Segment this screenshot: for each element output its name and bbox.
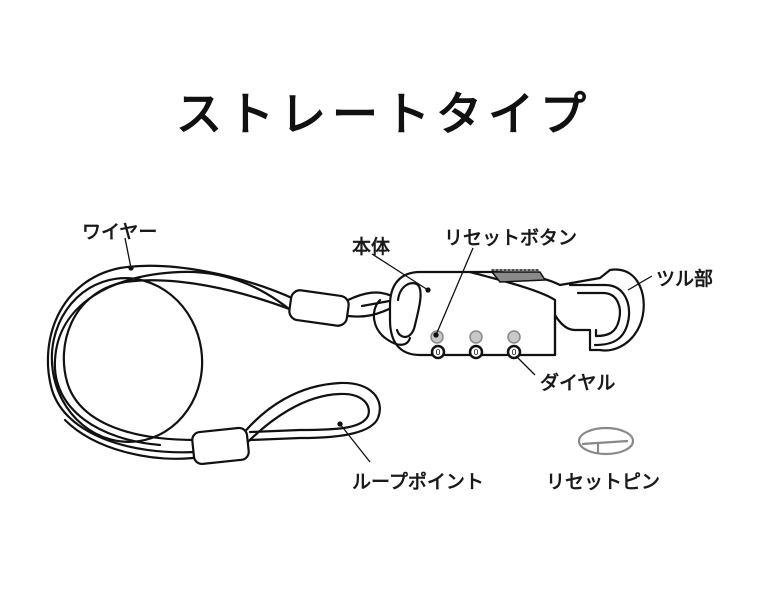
wire-sleeve-top <box>288 289 350 327</box>
label-shackle: ツル部 <box>656 268 714 290</box>
label-body: 本体 <box>352 236 391 258</box>
dial-1-value: 0 <box>435 348 440 357</box>
dial-2-value: 0 <box>473 348 478 357</box>
page-title: ストレートタイプ <box>176 87 592 141</box>
reset-pin-icon <box>577 426 635 456</box>
loop-point <box>236 381 381 452</box>
dial-3-value: 0 <box>511 348 516 357</box>
reset-buttons <box>430 330 521 344</box>
reset-slider <box>491 271 546 283</box>
wire-sleeve-bottom <box>191 426 250 466</box>
label-dial: ダイヤル <box>540 372 616 394</box>
label-loop-point: ループポイント <box>352 471 484 493</box>
dials <box>430 344 522 360</box>
lock-body <box>372 268 645 357</box>
wire-coil <box>46 264 302 460</box>
label-reset-button: リセットボタン <box>444 227 578 249</box>
label-reset-pin: リセットピン <box>546 471 661 493</box>
label-wire: ワイヤー <box>82 221 158 243</box>
